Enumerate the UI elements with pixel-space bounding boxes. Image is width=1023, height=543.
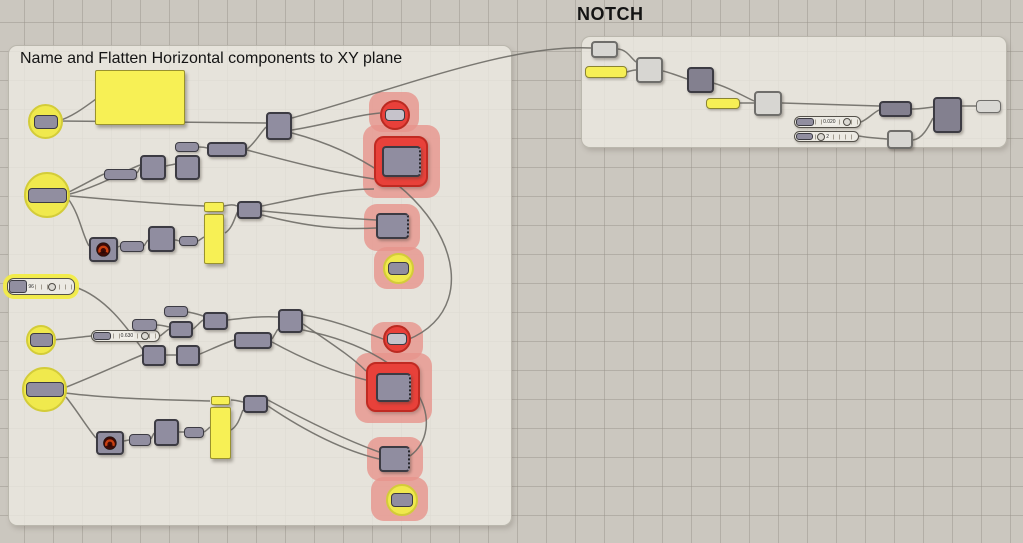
component-box[interactable] <box>169 321 193 338</box>
panel[interactable] <box>95 70 185 125</box>
slider-track[interactable]: 2 <box>813 132 858 141</box>
error-param-circle[interactable] <box>380 100 410 130</box>
param-pill[interactable] <box>388 262 409 275</box>
component-box[interactable] <box>879 101 912 117</box>
param-pill[interactable] <box>387 333 407 345</box>
slider-ticks <box>814 134 856 139</box>
error-param-circle[interactable] <box>383 325 411 353</box>
param-pill[interactable] <box>129 434 151 446</box>
component-box[interactable] <box>933 97 962 133</box>
panel[interactable] <box>204 202 224 212</box>
component-box[interactable] <box>234 332 272 349</box>
param-pill[interactable] <box>179 236 198 246</box>
number-slider[interactable]: 0.020 <box>794 116 861 128</box>
graph-mapper-icon <box>103 436 117 450</box>
param-pill[interactable] <box>27 187 67 203</box>
param-circle[interactable] <box>28 104 63 139</box>
panel[interactable] <box>210 407 231 459</box>
component-box[interactable] <box>591 41 618 58</box>
error-component-body[interactable] <box>381 146 421 177</box>
error-component[interactable] <box>366 362 420 412</box>
component-box[interactable] <box>203 312 228 330</box>
slider-grip[interactable] <box>796 117 814 127</box>
slider-knob[interactable] <box>843 118 852 126</box>
param-pill[interactable] <box>164 306 188 317</box>
param-circle[interactable] <box>22 367 67 412</box>
panel[interactable] <box>211 396 230 405</box>
group-flatten-title: Name and Flatten Horizontal components t… <box>20 50 403 67</box>
warning-component[interactable] <box>379 446 410 472</box>
component-box[interactable] <box>266 112 292 140</box>
slider-track[interactable]: 0.020 <box>814 117 860 127</box>
slider-knob[interactable] <box>140 332 149 340</box>
component-box[interactable] <box>243 395 268 413</box>
component-box[interactable] <box>687 67 714 93</box>
number-slider[interactable]: 2 <box>794 131 859 142</box>
slider-grip[interactable] <box>796 132 813 141</box>
number-slider[interactable]: 96 <box>7 278 75 295</box>
output-pill[interactable] <box>976 100 1001 113</box>
error-component[interactable] <box>374 136 428 187</box>
param-pill[interactable] <box>391 493 413 507</box>
group-notch-title: NOTCH <box>577 4 644 24</box>
graph-mapper[interactable] <box>89 237 118 262</box>
panel-pill[interactable] <box>706 98 740 109</box>
param-pill[interactable] <box>184 427 204 438</box>
param-circle[interactable] <box>26 325 56 355</box>
component-box[interactable] <box>175 155 200 180</box>
panel-pill[interactable] <box>585 66 627 78</box>
param-pill[interactable] <box>385 109 405 121</box>
param-pill[interactable] <box>120 241 144 252</box>
param-pill[interactable] <box>33 114 58 129</box>
slider-value: 0.020 <box>822 119 837 125</box>
group-flatten[interactable] <box>8 45 512 526</box>
param-pill[interactable] <box>29 333 53 347</box>
slider-value: 0.630 <box>119 333 135 339</box>
component-box[interactable] <box>754 91 782 116</box>
slider-grip[interactable] <box>9 280 27 293</box>
param-pill[interactable] <box>104 169 137 180</box>
component-box[interactable] <box>278 309 303 333</box>
warning-component[interactable] <box>376 213 409 239</box>
param-pill[interactable] <box>25 382 64 397</box>
component-box[interactable] <box>154 419 179 446</box>
slider-track[interactable]: 96 <box>27 279 74 294</box>
component-box[interactable] <box>176 345 200 366</box>
param-circle[interactable] <box>383 253 414 284</box>
slider-value: 2 <box>825 133 830 140</box>
graph-mapper[interactable] <box>96 431 124 455</box>
component-box[interactable] <box>140 155 166 180</box>
slider-value: 96 <box>27 283 35 290</box>
slider-knob[interactable] <box>817 132 826 141</box>
param-pill[interactable] <box>132 319 157 331</box>
panel[interactable] <box>204 214 224 264</box>
slider-knob[interactable] <box>48 282 57 291</box>
param-circle[interactable] <box>386 484 418 516</box>
slider-grip[interactable] <box>93 331 112 341</box>
number-slider[interactable]: 0.630 <box>91 330 160 342</box>
graph-mapper-icon <box>96 242 111 257</box>
component-box[interactable] <box>887 130 913 149</box>
component-box[interactable] <box>237 201 262 219</box>
param-circle[interactable] <box>24 172 70 218</box>
component-box[interactable] <box>636 57 663 83</box>
param-pill[interactable] <box>175 142 199 152</box>
component-box[interactable] <box>207 142 247 157</box>
slider-track[interactable]: 0.630 <box>111 331 159 341</box>
error-component-body[interactable] <box>375 372 411 402</box>
component-box[interactable] <box>148 226 175 252</box>
component-box[interactable] <box>142 345 166 366</box>
